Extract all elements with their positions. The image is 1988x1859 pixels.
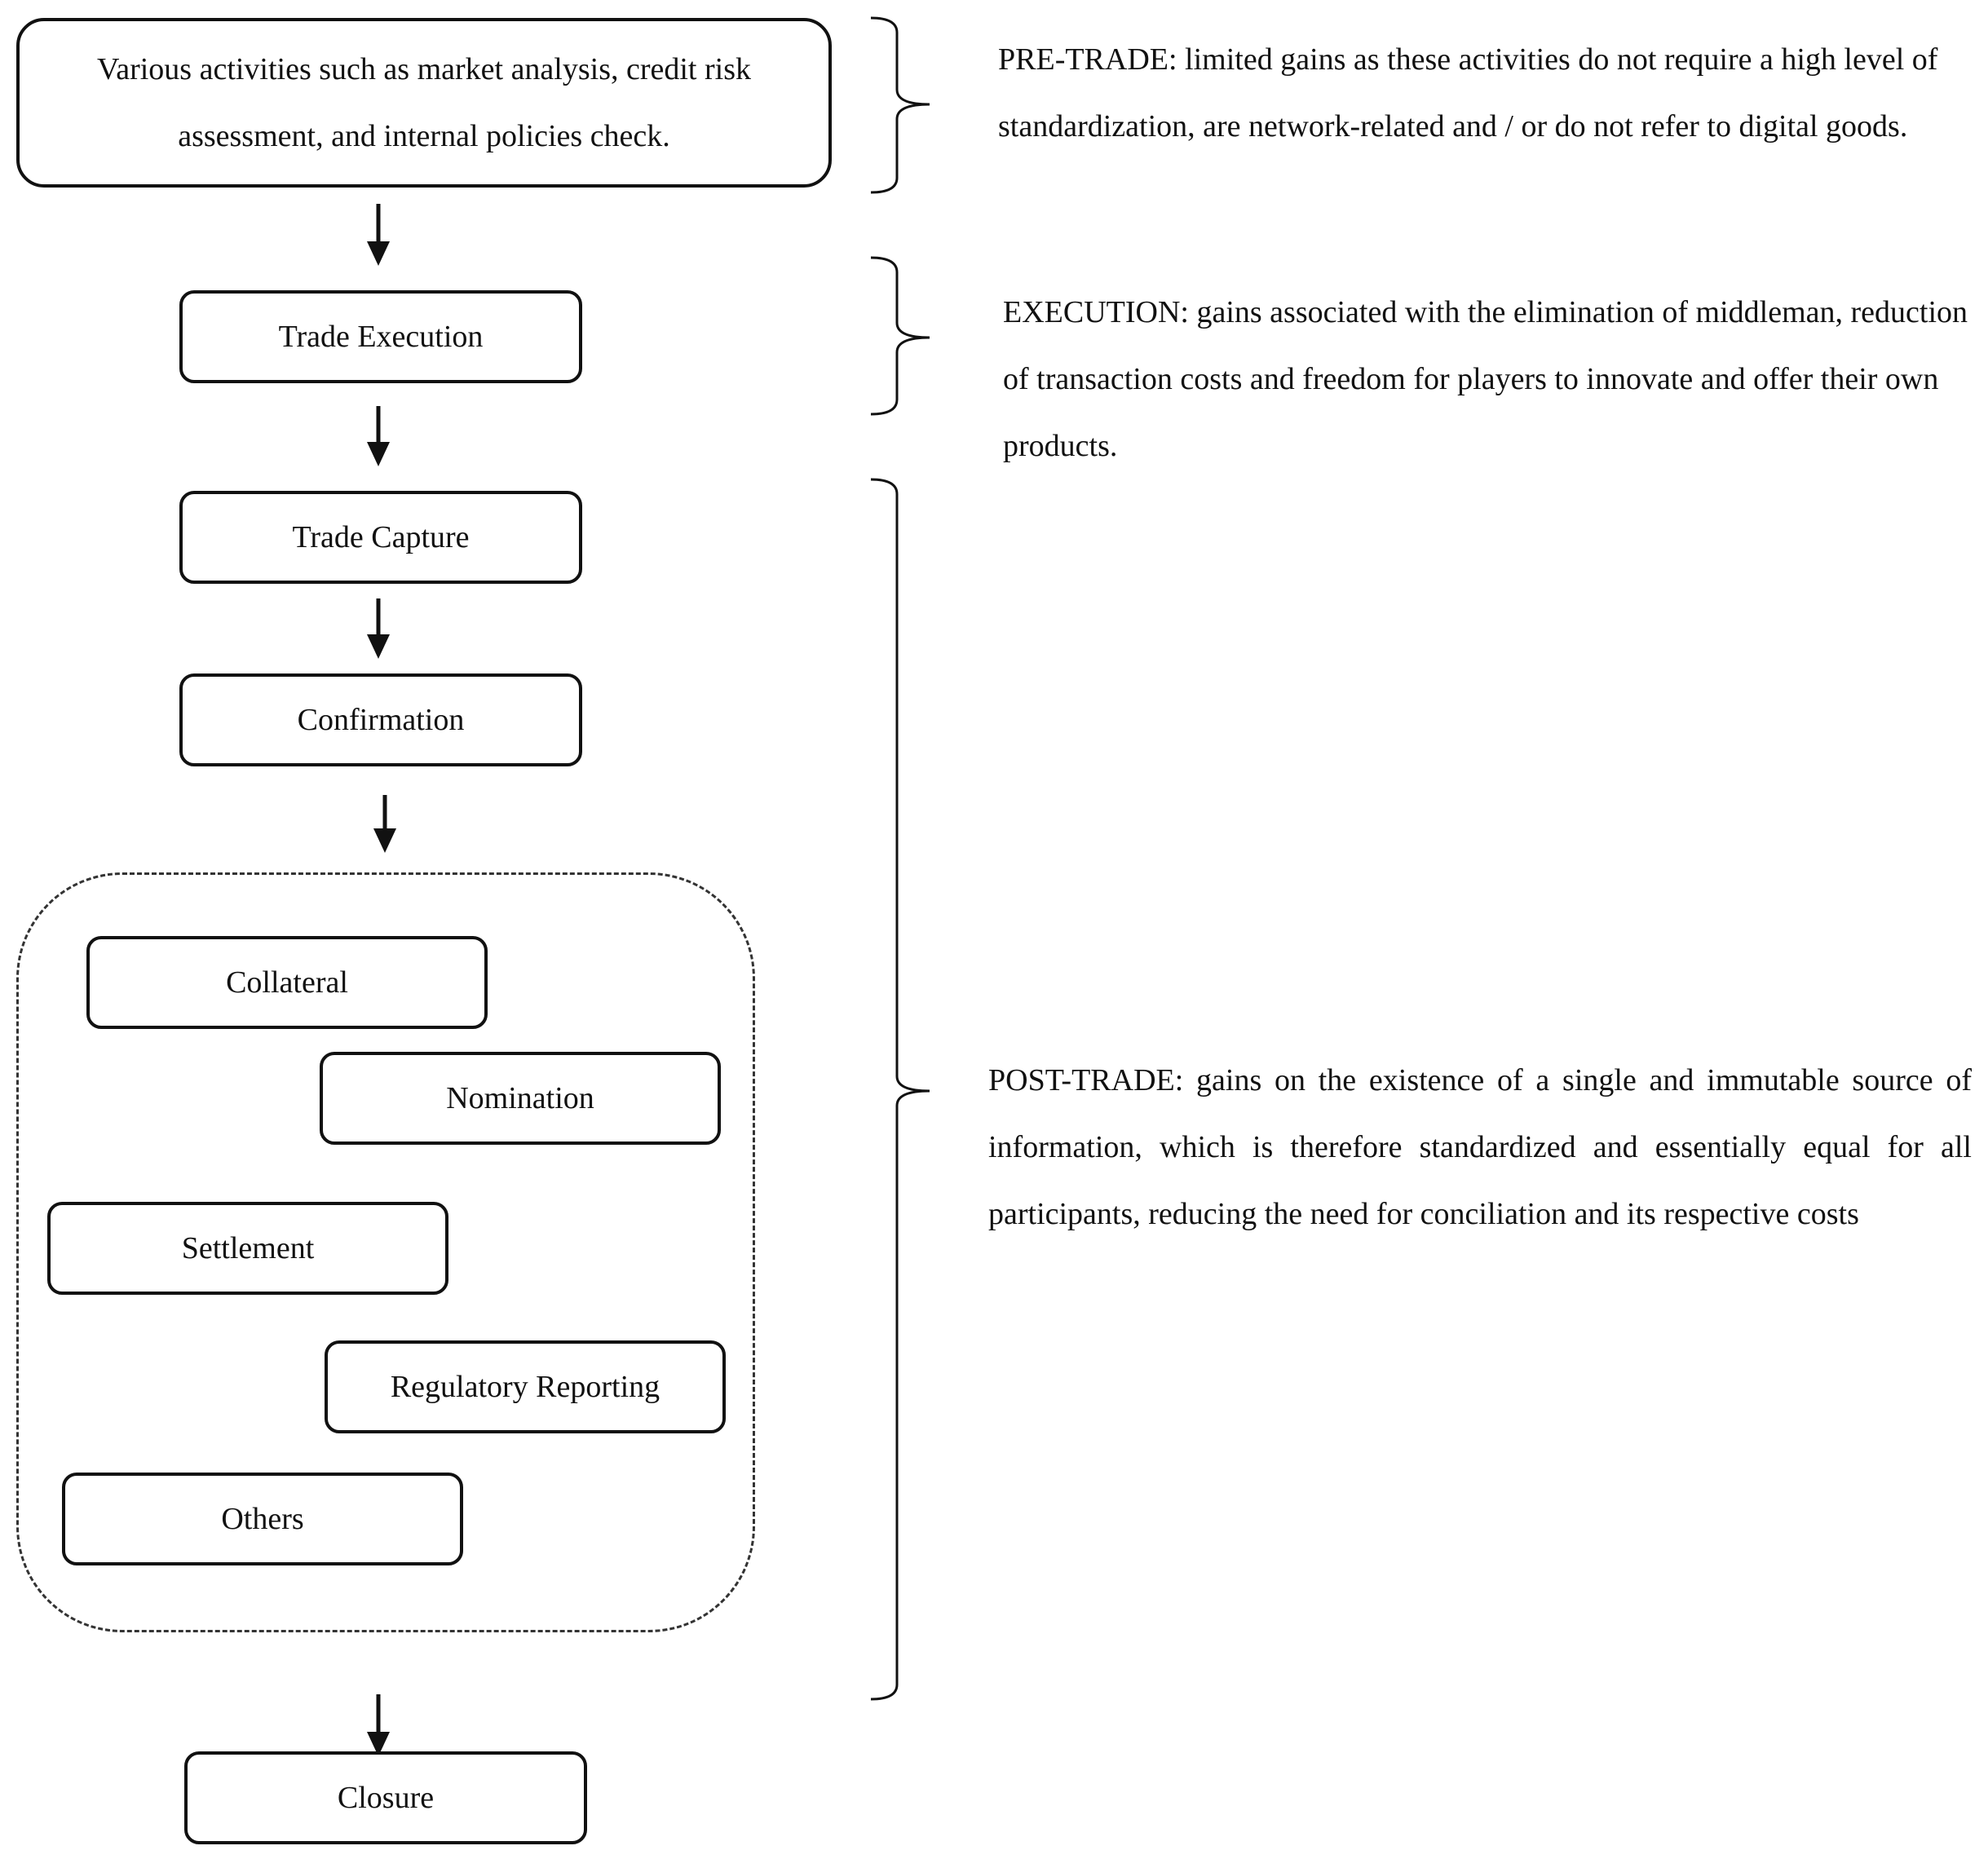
arrow-confirmation-to-group [373, 795, 396, 853]
regulatory-reporting-label: Regulatory Reporting [390, 1370, 660, 1404]
arrow-execution-to-capture [367, 406, 390, 466]
confirmation-label: Confirmation [297, 703, 465, 737]
brace-execution [870, 256, 930, 416]
settlement-box: Settlement [47, 1202, 448, 1295]
post-trade-activities-group [16, 872, 755, 1632]
brace-pre-trade [870, 16, 930, 194]
others-label: Others [221, 1502, 304, 1536]
settlement-label: Settlement [181, 1231, 315, 1265]
arrow-group-to-closure [367, 1694, 390, 1756]
closure-box: Closure [184, 1751, 587, 1844]
start-activities-box: Various activities such as market analys… [16, 18, 832, 188]
pre-trade-note: PRE-TRADE: limited gains as these activi… [998, 42, 1938, 144]
arrow-start-to-execution [367, 204, 390, 266]
nomination-box: Nomination [320, 1052, 721, 1145]
brace-post-trade [870, 478, 930, 1701]
closure-label: Closure [337, 1781, 435, 1815]
others-box: Others [62, 1473, 463, 1565]
nomination-label: Nomination [446, 1081, 594, 1115]
post-trade-note: POST-TRADE: gains on the existence of a … [988, 1063, 1972, 1231]
trade-execution-box: Trade Execution [179, 290, 582, 383]
confirmation-box: Confirmation [179, 673, 582, 766]
trade-capture-box: Trade Capture [179, 491, 582, 584]
start-activities-text: Various activities such as market analys… [96, 52, 751, 153]
arrow-capture-to-confirmation [367, 598, 390, 659]
regulatory-reporting-box: Regulatory Reporting [325, 1340, 726, 1433]
trade-execution-label: Trade Execution [278, 320, 484, 354]
collateral-label: Collateral [226, 965, 348, 1000]
execution-note: EXECUTION: gains associated with the eli… [1003, 295, 1968, 463]
collateral-box: Collateral [86, 936, 488, 1029]
trade-capture-label: Trade Capture [292, 520, 470, 554]
